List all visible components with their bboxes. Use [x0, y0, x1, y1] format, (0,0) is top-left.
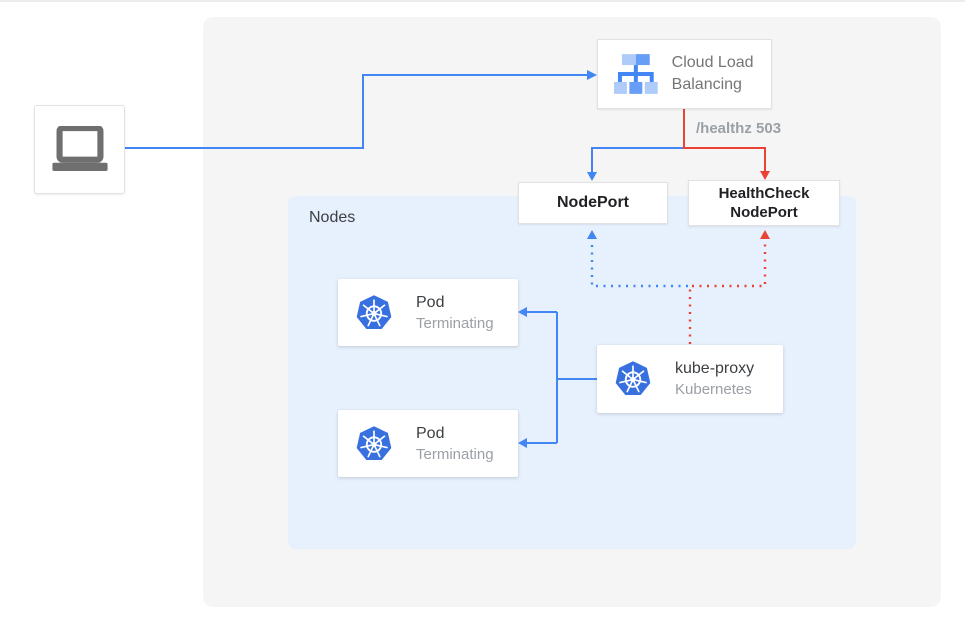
- laptop-icon: [51, 126, 108, 171]
- top-border: [0, 0, 965, 2]
- healthcheck-nodeport-label: HealthCheck NodePort: [718, 185, 810, 221]
- kube-proxy-subtitle: Kubernetes: [675, 381, 752, 398]
- pod-2-title: Pod: [416, 424, 445, 442]
- kube-proxy-node: kube-proxy Kubernetes: [597, 345, 783, 413]
- nodes-group-label: Nodes: [309, 209, 356, 226]
- client-node: [34, 105, 125, 194]
- kubernetes-logo-icon: [613, 359, 653, 399]
- pod-1-title: Pod: [416, 293, 445, 311]
- pod-1-status: Terminating: [416, 314, 494, 332]
- pod-1-node: Pod Terminating: [338, 279, 518, 346]
- cloud-load-balancing-icon: [613, 54, 658, 94]
- kube-proxy-title: kube-proxy: [675, 360, 755, 377]
- nodeport-label: NodePort: [557, 194, 629, 211]
- healthcheck-nodeport-node: HealthCheck NodePort: [688, 180, 840, 226]
- kubernetes-logo-icon: [354, 293, 394, 333]
- pod-2-node: Pod Terminating: [338, 410, 518, 477]
- cloud-load-balancing-node: Cloud Load Balancing: [597, 39, 772, 109]
- cloud-load-balancing-label: Cloud Load Balancing: [671, 54, 754, 93]
- pod-2-status: Terminating: [416, 445, 494, 463]
- nodeport-node: NodePort: [518, 182, 668, 224]
- kubernetes-logo-icon: [354, 424, 394, 464]
- healthz-status-label: /healthz 503: [696, 120, 782, 137]
